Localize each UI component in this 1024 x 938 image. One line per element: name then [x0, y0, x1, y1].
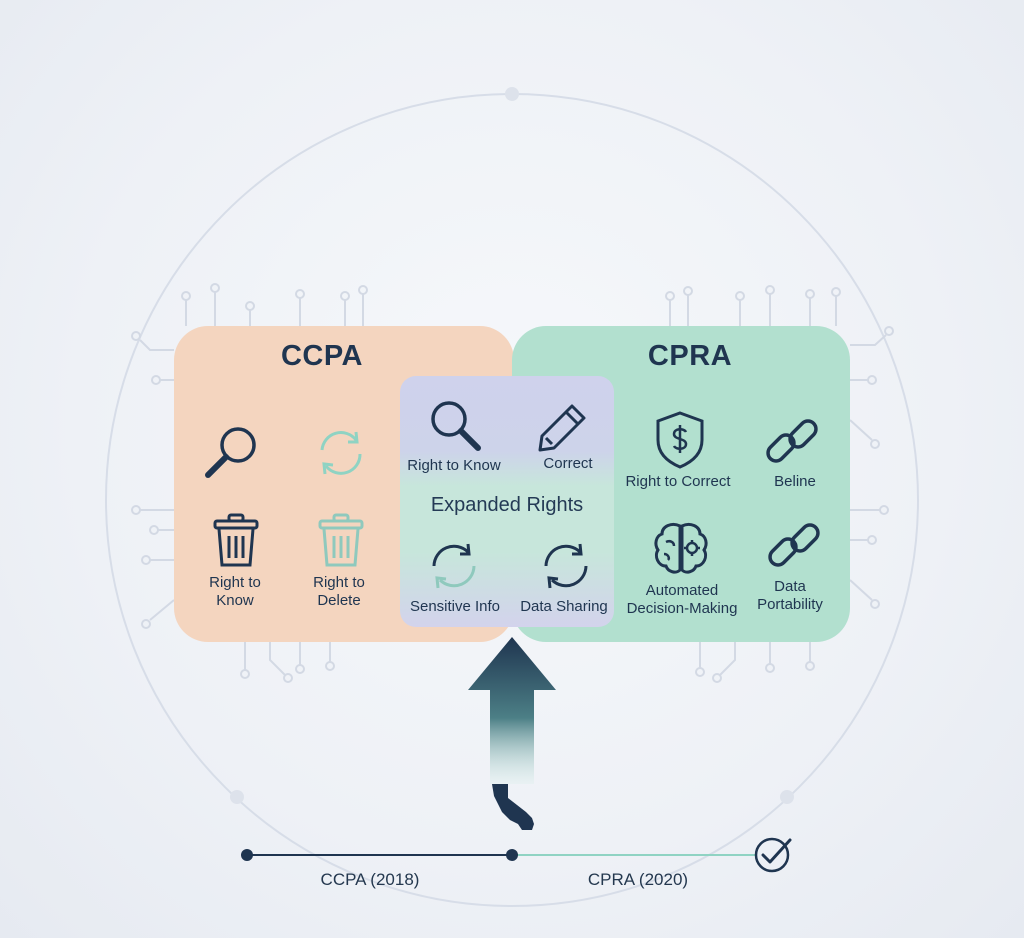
trash-icon — [213, 513, 259, 567]
overlap-label-sharing: Data Sharing — [520, 598, 608, 615]
brain-gear-icon — [654, 522, 708, 574]
cpra-label-beline: Beline — [774, 473, 816, 490]
california-map-icon — [492, 784, 534, 830]
expanded-rights-heading: Expanded Rights — [430, 494, 584, 516]
pencil-icon — [538, 404, 586, 452]
chain-link-icon — [768, 523, 820, 567]
overlap-panel — [400, 376, 614, 627]
trash-faded-icon — [318, 513, 364, 567]
timeline-mid-dot — [506, 849, 518, 861]
cpra-label-correct: Right to Correct — [625, 473, 731, 490]
sync-arrows-icon — [544, 543, 588, 589]
timeline-label-cpra: CPRA (2020) — [587, 870, 689, 889]
overlap-label-sensitive: Sensitive Info — [409, 598, 501, 615]
refresh-cycle-icon — [320, 431, 362, 475]
timeline-start-dot — [241, 849, 253, 861]
ccpa-title: CCPA — [280, 340, 364, 372]
cpra-title: CPRA — [647, 340, 733, 372]
sync-arrows-icon — [432, 543, 476, 589]
chain-link-icon — [766, 419, 818, 463]
overlap-label-correct: Correct — [543, 455, 593, 472]
magnifier-icon — [205, 427, 256, 478]
check-circle-icon — [754, 837, 792, 873]
magnifier-icon — [431, 401, 481, 451]
overlap-label-know: Right to Know — [407, 457, 501, 474]
shield-dollar-icon — [656, 411, 704, 469]
timeline-label-ccpa: CCPA (2018) — [320, 870, 420, 889]
